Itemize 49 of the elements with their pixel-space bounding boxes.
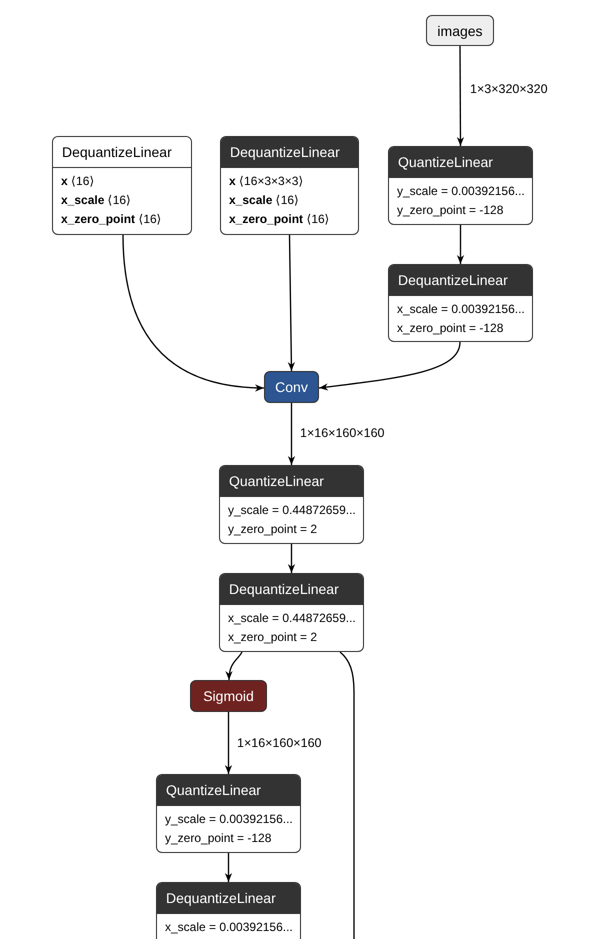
operator-title: DequantizeLinear — [389, 265, 532, 296]
arrow — [288, 235, 295, 371]
attribute-text: y_zero_point = -128 — [165, 830, 272, 847]
operator-card — [388, 264, 533, 342]
operator-title: QuantizeLinear — [389, 147, 532, 178]
arrow — [318, 342, 461, 390]
attribute-text: y_zero_point = 2 — [228, 521, 318, 538]
attribute-text: x_zero_point ⟨16⟩ — [229, 211, 331, 228]
operator-title: QuantizeLinear — [220, 466, 363, 497]
attribute-text: y_scale = 0.00392156... — [165, 811, 292, 828]
attribute-text: x_scale ⟨16⟩ — [229, 192, 300, 209]
attribute-text: y_scale = 0.00392156... — [397, 183, 524, 200]
operator-card — [219, 465, 364, 544]
attribute-text: x_zero_point = 2 — [228, 629, 318, 646]
edge-label: 1×16×160×160 — [237, 736, 322, 750]
arrow — [226, 652, 243, 680]
arrow — [288, 544, 296, 573]
operator-card — [219, 573, 364, 652]
attribute-text: x ⟨16⟩ — [61, 173, 96, 190]
arrow — [224, 853, 232, 882]
arrow — [456, 225, 464, 264]
attribute-text: x_zero_point ⟨16⟩ — [61, 211, 163, 228]
operator-node: Sigmoid — [190, 680, 267, 712]
arrow — [224, 712, 232, 774]
attribute-text: y_scale = 0.44872659... — [228, 502, 355, 519]
operator-card — [156, 882, 301, 939]
operator-card — [52, 136, 192, 235]
operator-title: DequantizeLinear — [220, 574, 363, 605]
arrow — [122, 234, 264, 392]
operator-title: DequantizeLinear — [53, 137, 191, 168]
arrow — [288, 403, 296, 465]
attribute-text: y_zero_point = -128 — [397, 202, 504, 219]
operator-card — [388, 146, 533, 225]
operator-title: DequantizeLinear — [157, 883, 300, 914]
operator-card — [156, 774, 301, 853]
attribute-text: x ⟨16×3×3×3⟩ — [229, 173, 304, 190]
operator-title: QuantizeLinear — [157, 775, 300, 806]
arrow — [456, 46, 464, 146]
attribute-text: x_scale = 0.00392156... — [397, 301, 524, 318]
operator-title: DequantizeLinear — [221, 137, 358, 168]
operator-node: Conv — [264, 371, 319, 403]
input-node: images — [426, 15, 494, 46]
attribute-text: x_zero_point = -128 — [397, 320, 504, 337]
edge-label: 1×3×320×320 — [470, 82, 548, 96]
operator-card — [220, 136, 359, 235]
attribute-text: x_scale = 0.00392156... — [165, 919, 292, 936]
attribute-text: x_scale ⟨16⟩ — [61, 192, 132, 209]
edge-label: 1×16×160×160 — [300, 426, 384, 440]
attribute-text: x_scale = 0.44872659... — [228, 610, 355, 627]
